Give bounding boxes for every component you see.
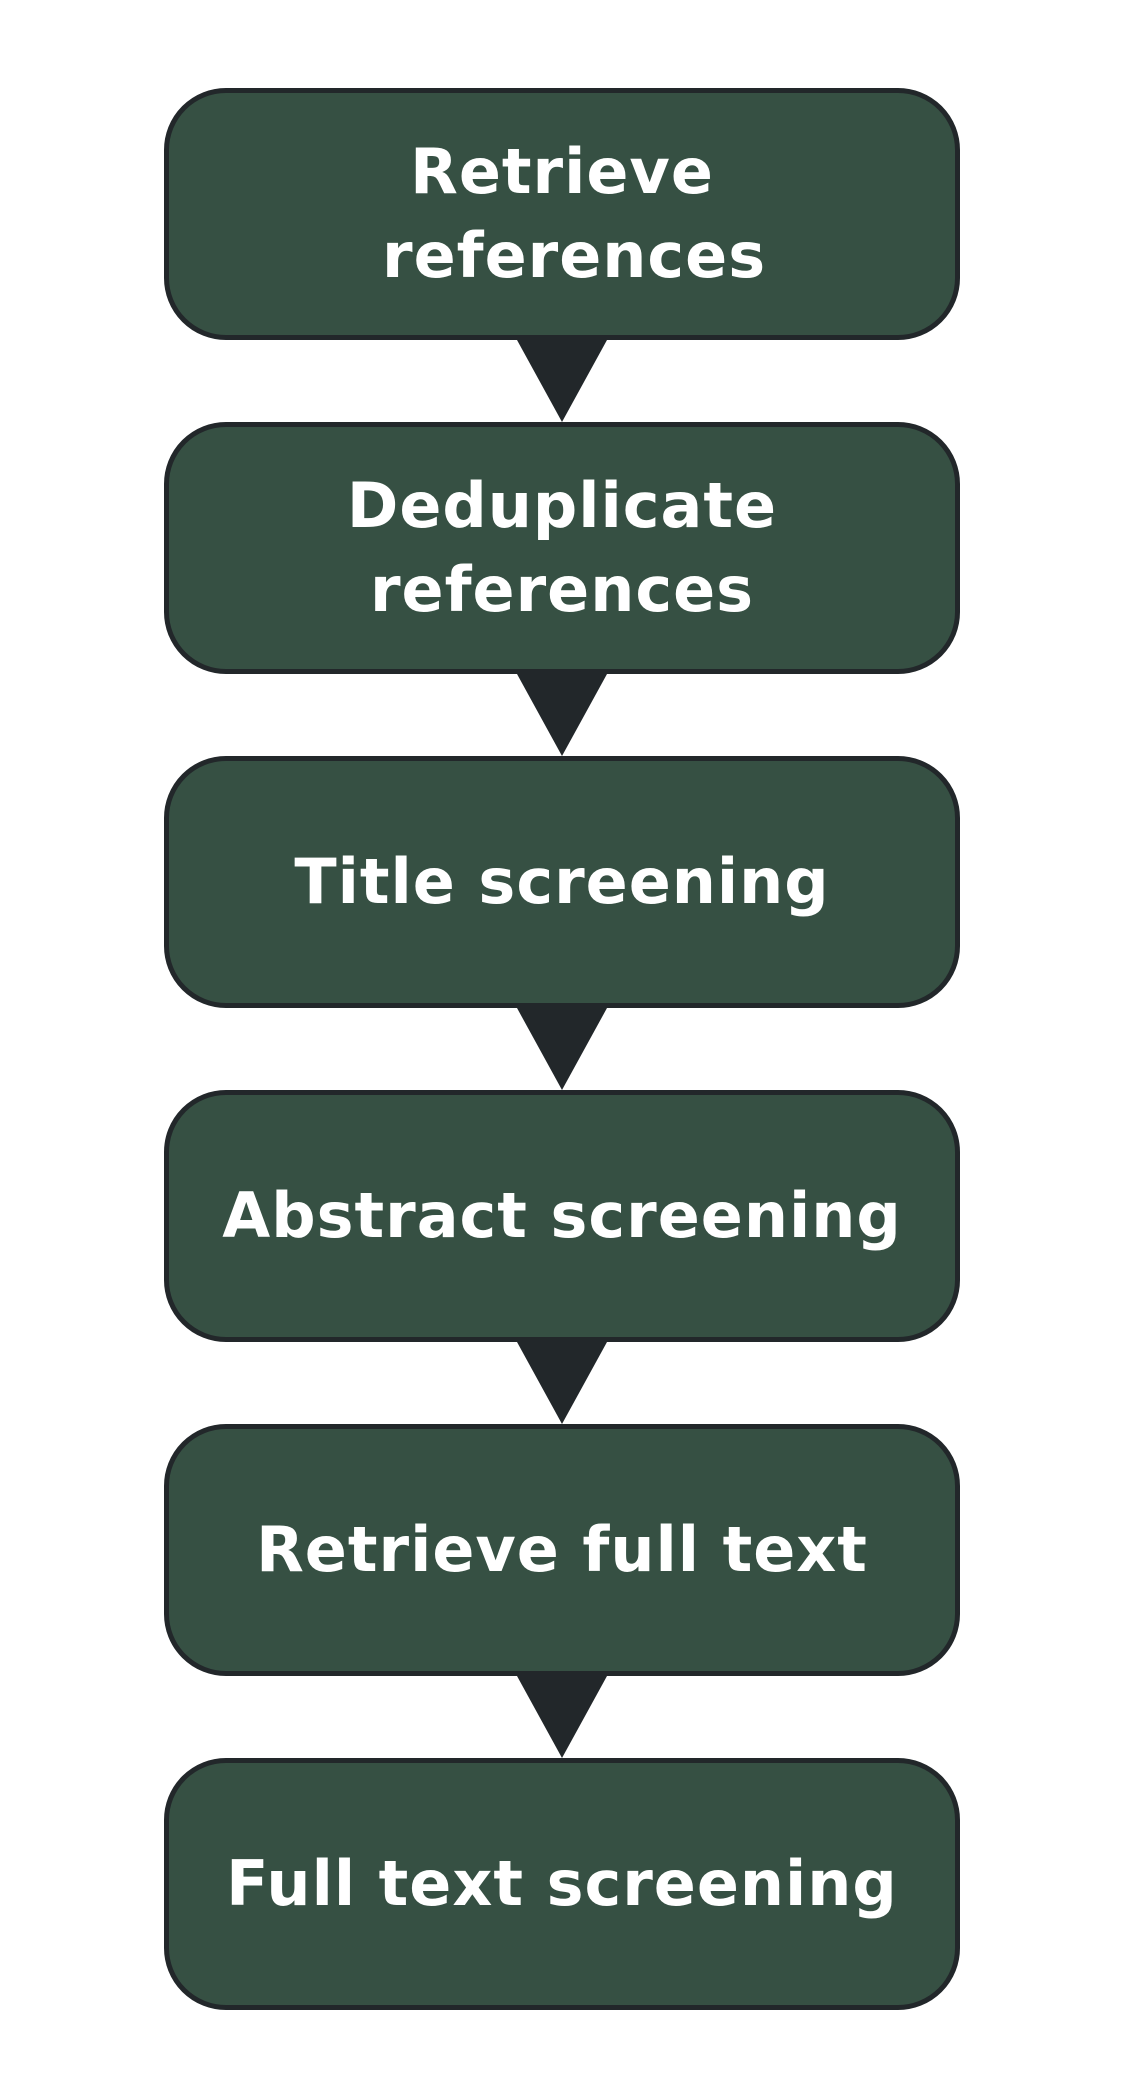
step-label: Abstract screening (222, 1179, 902, 1252)
step-title-screening: Title screening (164, 756, 960, 1008)
step-retrieve-references: Retrieve references (164, 88, 960, 340)
step-label: Retrieve full text (256, 1513, 868, 1586)
step-label: Title screening (294, 845, 830, 918)
down-arrow-icon (517, 1342, 607, 1424)
step-label: Full text screening (226, 1847, 898, 1920)
step-deduplicate-references: Deduplicate references (164, 422, 960, 674)
step-label: Retrieve references (382, 135, 767, 292)
step-label: Deduplicate references (346, 469, 778, 626)
down-arrow-icon (517, 1676, 607, 1758)
step-abstract-screening: Abstract screening (164, 1090, 960, 1342)
down-arrow-icon (517, 1008, 607, 1090)
down-arrow-icon (517, 340, 607, 422)
down-arrow-icon (517, 674, 607, 756)
step-retrieve-full-text: Retrieve full text (164, 1424, 960, 1676)
step-full-text-screening: Full text screening (164, 1758, 960, 2010)
